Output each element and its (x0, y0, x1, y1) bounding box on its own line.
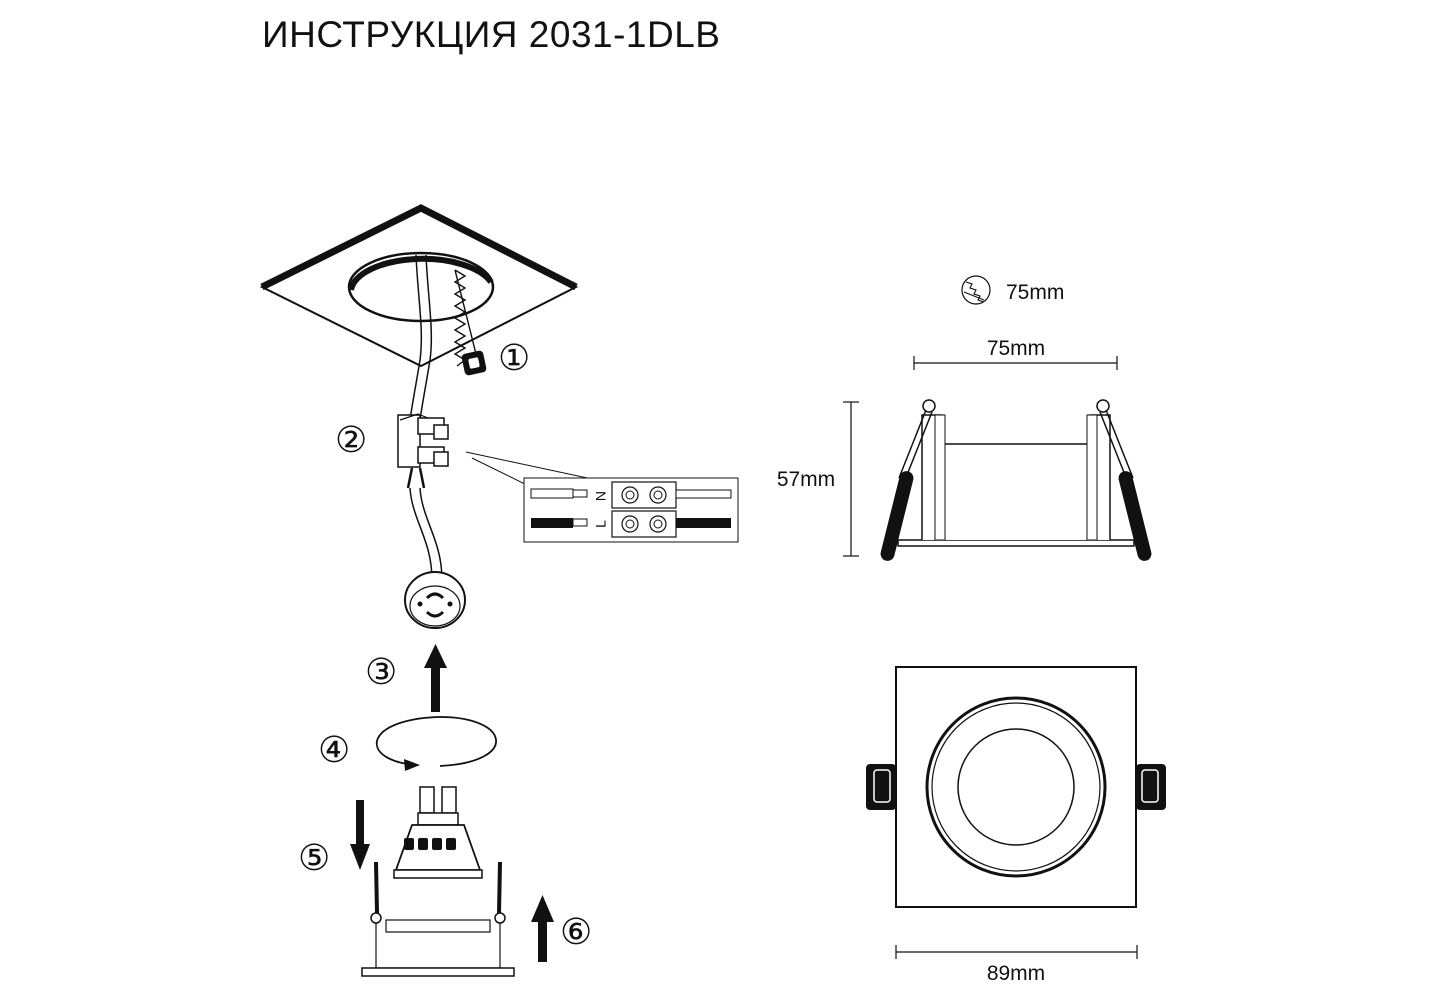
wiring-detail: N L (523, 477, 739, 543)
step-5-label: ⑤ (298, 838, 330, 879)
step-3-label: ③ (365, 652, 397, 693)
cutout-diameter-label: 75mm (1006, 281, 1064, 304)
height-label: 57mm (777, 468, 835, 491)
spring-clip-icon (880, 471, 1152, 561)
terminal-block-icon (397, 413, 449, 489)
page-title: ИНСТРУКЦИЯ 2031-1DLB (262, 14, 721, 55)
gu10-socket-icon (404, 571, 466, 629)
rotate-arrow-icon (376, 716, 497, 771)
arrow-down-icon (350, 800, 370, 870)
saw-icon (453, 269, 487, 376)
cutout-saw-icon (961, 275, 991, 305)
fixture-side-view (897, 399, 1135, 547)
gu10-bulb-icon (393, 786, 483, 879)
arrow-up-icon (424, 644, 447, 712)
step-6-label: ⑥ (560, 912, 592, 953)
step-2-label: ② (335, 420, 367, 461)
live-label: L (593, 520, 609, 528)
arrow-up-icon (531, 895, 554, 962)
supply-cable (409, 254, 423, 421)
fixture-body (361, 861, 515, 977)
fixture-front-view (866, 666, 1166, 908)
neutral-label: N (593, 491, 609, 501)
frame-width-label: 89mm (987, 962, 1045, 985)
step-1-label: ① (498, 338, 530, 379)
width-label: 75mm (987, 337, 1045, 360)
step-4-label: ④ (318, 730, 350, 771)
